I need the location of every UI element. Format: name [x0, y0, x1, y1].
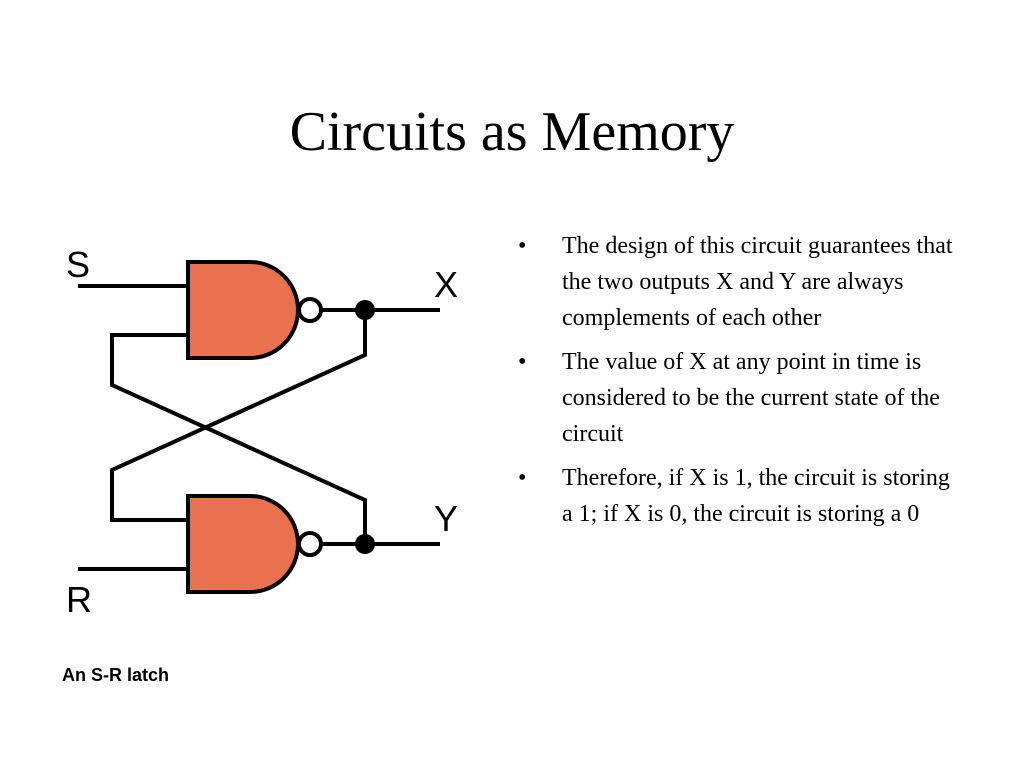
label-y: Y	[434, 498, 458, 539]
y-junction-dot	[355, 534, 375, 554]
diagram-caption: An S-R latch	[62, 665, 170, 685]
bottom-nand-gate	[186, 494, 300, 594]
label-x: X	[434, 264, 458, 305]
bullet-dot: •	[518, 233, 527, 259]
bullet-item: • The design of this circuit guarantees …	[518, 228, 958, 336]
bottom-gate-inverter-bubble	[297, 531, 323, 557]
bullet-item: • The value of X at any point in time is…	[518, 344, 958, 452]
bullet-item: • Therefore, if X is 1, the circuit is s…	[518, 460, 958, 532]
slide-title: Circuits as Memory	[289, 101, 735, 163]
bullet-text: Therefore, if X is 1, the circuit is sto…	[562, 465, 950, 527]
bullet-text: The design of this circuit guarantees th…	[562, 233, 953, 331]
label-s: S	[66, 244, 90, 285]
bullet-text: The value of X at any point in time is c…	[562, 349, 940, 447]
top-gate-inverter-bubble	[297, 297, 323, 323]
top-gate-feedback-wire	[110, 333, 367, 546]
bullet-list: • The design of this circuit guarantees …	[518, 228, 958, 540]
x-junction-dot	[355, 300, 375, 320]
x-feedback-wire	[110, 308, 367, 522]
bullet-dot: •	[518, 465, 527, 491]
label-r: R	[66, 579, 92, 620]
bullet-dot: •	[518, 349, 527, 375]
top-nand-gate	[186, 260, 300, 360]
